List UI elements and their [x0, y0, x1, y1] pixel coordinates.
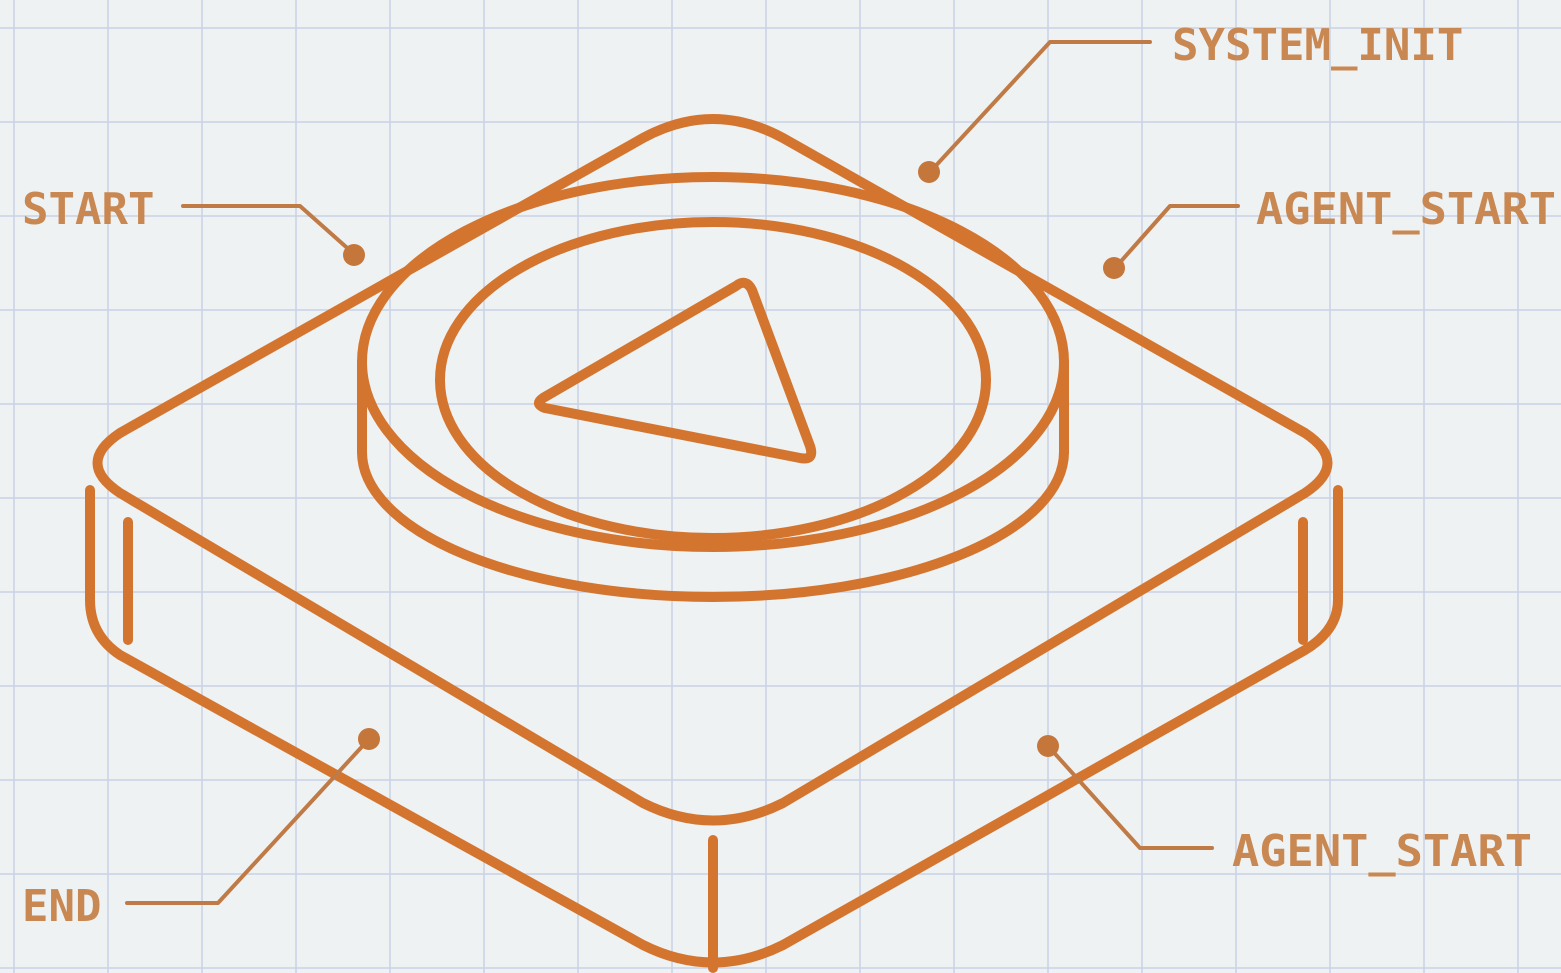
- leader-line: [1115, 206, 1238, 268]
- leader-dot: [343, 244, 365, 266]
- base-side-left: [90, 490, 783, 963]
- callout-end: [127, 728, 380, 903]
- leader-line: [127, 739, 369, 903]
- callout-start: [183, 206, 365, 266]
- label-agent-start-top: AGENT_START: [1256, 184, 1556, 235]
- label-start: START: [22, 184, 154, 235]
- button-face: [440, 222, 986, 538]
- callout-system-init: [918, 42, 1150, 183]
- leader-dot: [358, 728, 380, 750]
- leader-dot: [1103, 257, 1125, 279]
- label-system-init: SYSTEM_INIT: [1172, 20, 1463, 71]
- leader-dot: [918, 161, 940, 183]
- leader-line: [930, 42, 1150, 172]
- cylinder-bottom-edge: [362, 452, 1064, 597]
- label-end: END: [22, 881, 101, 932]
- leader-line: [1048, 746, 1212, 848]
- callout-agent-start-top: [1103, 206, 1238, 279]
- label-agent-start-bottom: AGENT_START: [1232, 826, 1532, 877]
- play-triangle: [539, 283, 811, 459]
- cylinder-top-rim: [362, 177, 1064, 547]
- leader-dot: [1037, 735, 1059, 757]
- leader-line: [183, 206, 354, 254]
